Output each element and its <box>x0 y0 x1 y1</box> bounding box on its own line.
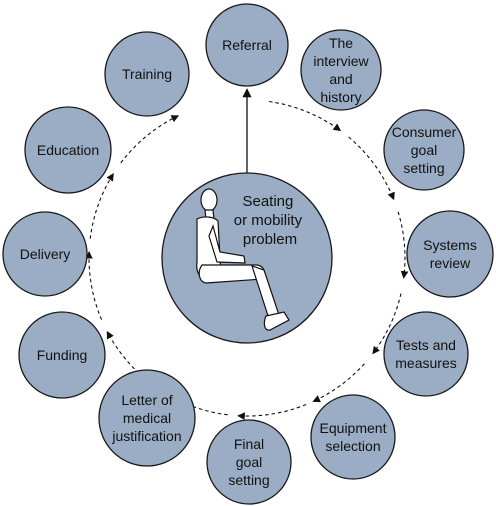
node-label-line: review <box>430 255 471 271</box>
node-label: Referral <box>222 37 272 53</box>
center-circle <box>161 172 333 344</box>
node-label-line: selection <box>325 438 380 454</box>
node-label-line: history <box>320 89 361 105</box>
node-label-line: Tests and <box>396 337 456 353</box>
node-label: Letter of medical justification <box>111 392 181 444</box>
node-tests-measures: Tests and measures <box>383 311 469 397</box>
node-label: Final goal setting <box>228 436 269 488</box>
node-label: Education <box>37 142 99 158</box>
node-training: Training <box>104 31 190 117</box>
cycle-arrow <box>397 211 409 279</box>
center-node: Seating or mobility problem <box>161 172 333 344</box>
node-label-line: Education <box>37 142 99 158</box>
node-label: Funding <box>37 347 88 363</box>
cycle-arrow <box>120 115 180 164</box>
node-label-line: justification <box>111 428 181 444</box>
cycle-arrow <box>89 172 114 239</box>
seated-person-icon <box>196 188 290 331</box>
node-circle <box>18 311 106 399</box>
node-equipment-selection: Equipment selection <box>310 394 396 480</box>
node-consumer-goal: Consumer goal setting <box>383 109 465 191</box>
node-education: Education <box>24 106 112 194</box>
node-systems-review: Systems review <box>406 210 494 298</box>
node-circle <box>98 369 196 467</box>
node-label-line: goal <box>236 454 262 470</box>
node-label-line: Funding <box>37 347 88 363</box>
node-label-line: Systems <box>423 237 477 253</box>
node-label-line: Consumer <box>392 124 457 140</box>
node-label: The interview and history <box>313 35 369 105</box>
node-label-line: interview <box>313 53 369 69</box>
node-label: Consumer goal setting <box>392 124 457 176</box>
node-circle <box>406 210 494 298</box>
cycle-arrow <box>106 330 155 387</box>
center-label-line: or mobility <box>234 212 303 229</box>
node-label: Equipment selection <box>320 420 387 454</box>
node-label-line: measures <box>395 355 456 371</box>
node-label-line: and <box>329 71 352 87</box>
node-label-line: Delivery <box>20 246 71 262</box>
node-funding: Funding <box>18 311 106 399</box>
node-label-line: Referral <box>222 37 272 53</box>
node-label-line: Equipment <box>320 420 387 436</box>
node-circle <box>383 109 465 191</box>
node-referral: Referral <box>205 3 289 87</box>
node-label-line: The <box>329 35 353 51</box>
node-label-line: setting <box>403 160 444 176</box>
cycle-arrow <box>312 363 365 403</box>
node-label: Tests and measures <box>395 337 456 371</box>
center-label-line: problem <box>243 231 297 248</box>
node-label-line: setting <box>228 472 269 488</box>
center-label: Seating or mobility problem <box>234 193 307 248</box>
node-circle <box>300 29 382 111</box>
node-circle <box>104 31 190 117</box>
node-final-goal: Final goal setting <box>206 419 292 505</box>
node-label: Systems review <box>423 237 477 271</box>
node-circle <box>310 394 396 480</box>
node-circle <box>206 419 292 505</box>
node-circle <box>24 106 112 194</box>
center-label-line: Seating <box>242 193 293 210</box>
node-label-line: Final <box>234 436 264 452</box>
node-label-line: Letter of <box>121 392 172 408</box>
node-label-line: medical <box>123 410 171 426</box>
node-label: Training <box>122 66 172 82</box>
cycle-arrow <box>237 403 307 420</box>
node-interview: The interview and history <box>300 29 382 111</box>
node-label: Delivery <box>20 246 71 262</box>
node-circle <box>205 3 289 87</box>
node-circle <box>383 311 469 397</box>
node-label-line: goal <box>411 142 437 158</box>
node-circle <box>2 211 88 297</box>
cycle-arrow <box>85 250 103 320</box>
node-letter-justification: Letter of medical justification <box>98 369 196 467</box>
node-delivery: Delivery <box>2 211 88 297</box>
node-label-line: Training <box>122 66 172 82</box>
cycle-arrow <box>372 293 402 355</box>
